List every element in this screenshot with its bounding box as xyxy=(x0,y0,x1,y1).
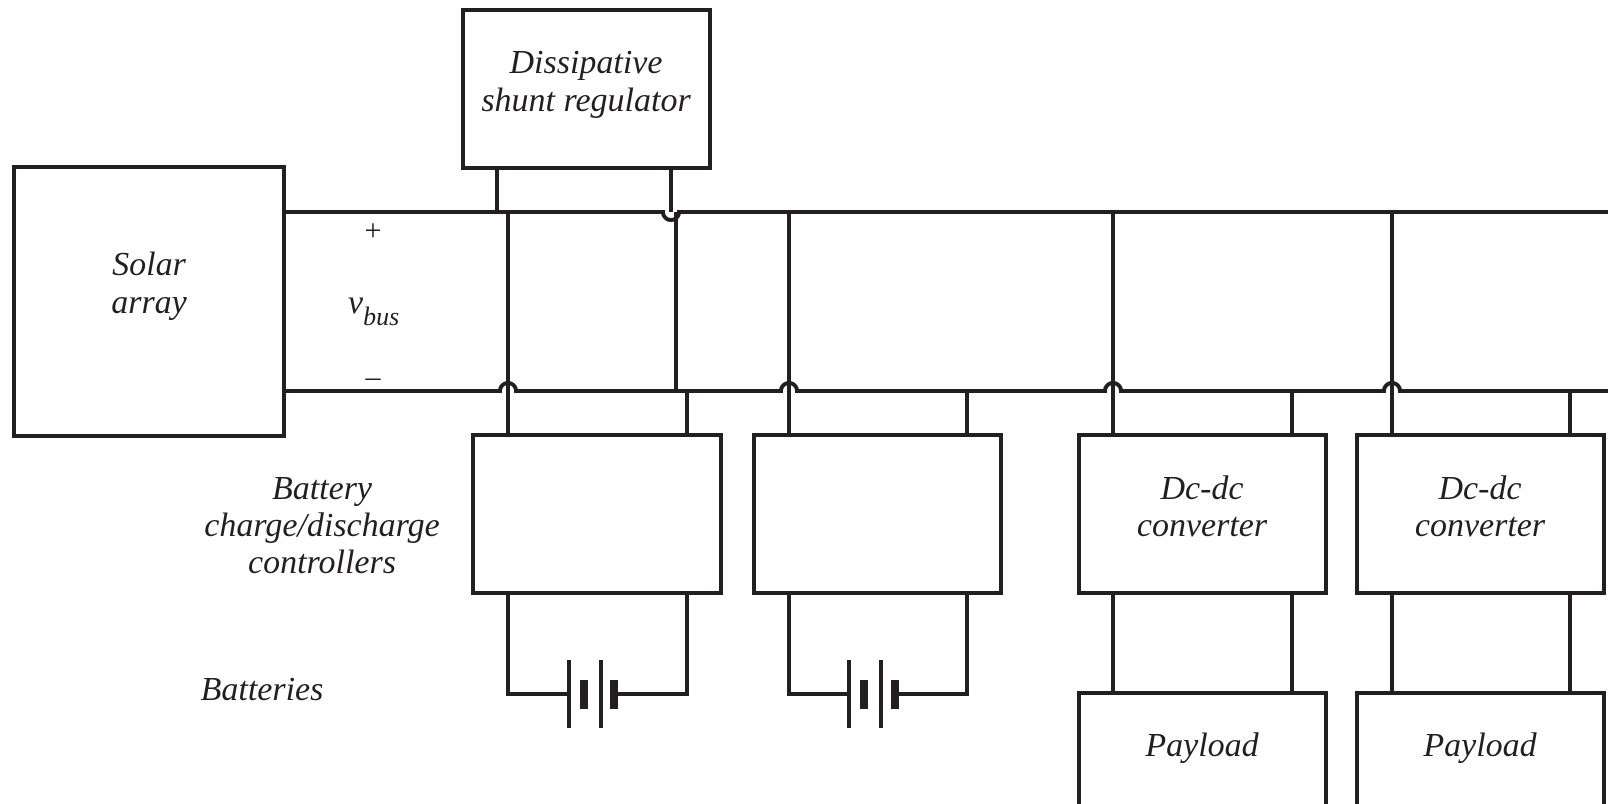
payload-1-block xyxy=(1077,691,1328,804)
batteries-label: Batteries xyxy=(201,671,324,708)
payload-2-block xyxy=(1355,691,1606,804)
converter-2-label-line-1: Dc-dc xyxy=(1437,470,1521,507)
payload-1-label: Payload xyxy=(1144,727,1259,764)
battery-1-symbol xyxy=(567,660,618,728)
solar-array-block xyxy=(12,165,286,438)
negative-bus-rail xyxy=(284,381,1608,393)
converter-1-output-leads xyxy=(1111,593,1294,693)
converter-1-label-line-1: Dc-dc xyxy=(1159,470,1243,507)
controllers-label-line-3: controllers xyxy=(248,544,396,581)
controller-2-block xyxy=(752,433,1003,595)
controllers-label-line-1: Battery xyxy=(272,470,373,507)
shunt-regulator-negative-lead xyxy=(669,168,678,391)
solar-array-label-line-2: array xyxy=(111,284,187,321)
positive-bus-rail xyxy=(284,210,1608,222)
converter-2-block xyxy=(1355,433,1606,595)
bus-voltage-subscript: bus xyxy=(363,302,399,331)
controller-1-block xyxy=(471,433,723,595)
payload-2-label: Payload xyxy=(1422,727,1537,764)
battery-2-symbol xyxy=(847,660,899,728)
converter-1-block xyxy=(1077,433,1328,595)
bus-voltage-label: vbus xyxy=(348,284,399,331)
shunt-regulator-block xyxy=(461,8,712,170)
battery-1-loop xyxy=(506,593,689,696)
bus-voltage-symbol: v xyxy=(348,284,364,321)
shunt-regulator-label-line-1: Dissipative xyxy=(509,44,663,81)
converter-2-label-line-2: converter xyxy=(1415,507,1546,544)
solar-array-label-line-1: Solar xyxy=(112,246,186,283)
converter-1-label-line-2: converter xyxy=(1137,507,1268,544)
bus-plus-sign: + xyxy=(365,214,382,247)
shunt-regulator-label-line-2: shunt regulator xyxy=(481,82,691,119)
battery-2-loop xyxy=(787,593,969,696)
bus-minus-sign: – xyxy=(365,360,382,393)
controllers-label-line-2: charge/discharge xyxy=(204,507,439,544)
converter-2-output-leads xyxy=(1390,593,1572,693)
